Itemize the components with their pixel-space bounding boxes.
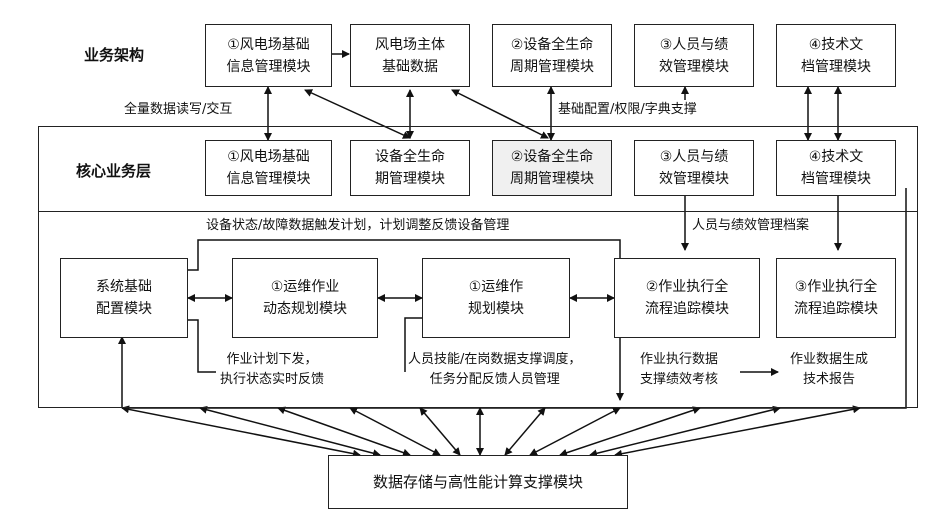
label-personnel-archive: 人员与绩效管理档案 [692,216,809,236]
top-box-3: ②设备全生命 周期管理模块 [492,24,612,87]
core-box-1: ①风电场基础 信息管理模块 [205,140,332,196]
exec-track-3-box: ③作业执行全 流程追踪模块 [776,258,896,338]
arrow-fan-7 [505,408,545,455]
label-exec-data: 作业执行数据 支撑绩效考核 [640,350,718,390]
top-box-1: ①风电场基础 信息管理模块 [205,24,332,87]
core-box-5: ④技术文 档管理模块 [776,140,896,196]
arrow-fan-3 [278,408,410,455]
label-plan-dispatch: 作业计划下发， 执行状态实时反馈 [220,350,324,390]
core-box-3: ②设备全生命 周期管理模块 [492,140,612,196]
arrow-fan-2 [200,408,380,455]
label-skill-dispatch: 人员技能/在岗数据支撑调度， 任务分配反馈人员管理 [408,350,581,390]
ops-plan-box: ①运维作 规划模块 [422,258,570,338]
business-layer-title: 业务架构 [84,44,144,65]
system-config-box: 系统基础 配置模块 [60,258,188,338]
arrow-fan-8 [530,408,620,455]
core-box-2: 设备全生命 期管理模块 [350,140,470,196]
top-box-4: ③人员与绩 效管理模块 [634,24,754,87]
label-base-config: 基础配置/权限/字典支撑 [558,100,697,120]
exec-track-2-box: ②作业执行全 流程追踪模块 [614,258,760,338]
dynamic-plan-box: ①运维作业 动态规划模块 [232,258,378,338]
top-box-2: 风电场主体 基础数据 [350,24,470,87]
storage-box: 数据存储与高性能计算支撑模块 [328,455,628,509]
arrow-fan-1 [122,408,360,455]
core-box-4: ③人员与绩 效管理模块 [634,140,754,196]
label-full-data-rw: 全量数据读写/交互 [124,100,232,120]
arrow-fan-11 [615,408,860,455]
label-report: 作业数据生成 技术报告 [790,350,868,390]
top-box-5: ④技术文 档管理模块 [776,24,896,87]
arrow-fan-10 [590,408,780,455]
core-layer-title: 核心业务层 [76,160,151,181]
arrow-fan-9 [560,408,700,455]
label-device-status: 设备状态/故障数据触发计划，计划调整反馈设备管理 [206,216,509,236]
